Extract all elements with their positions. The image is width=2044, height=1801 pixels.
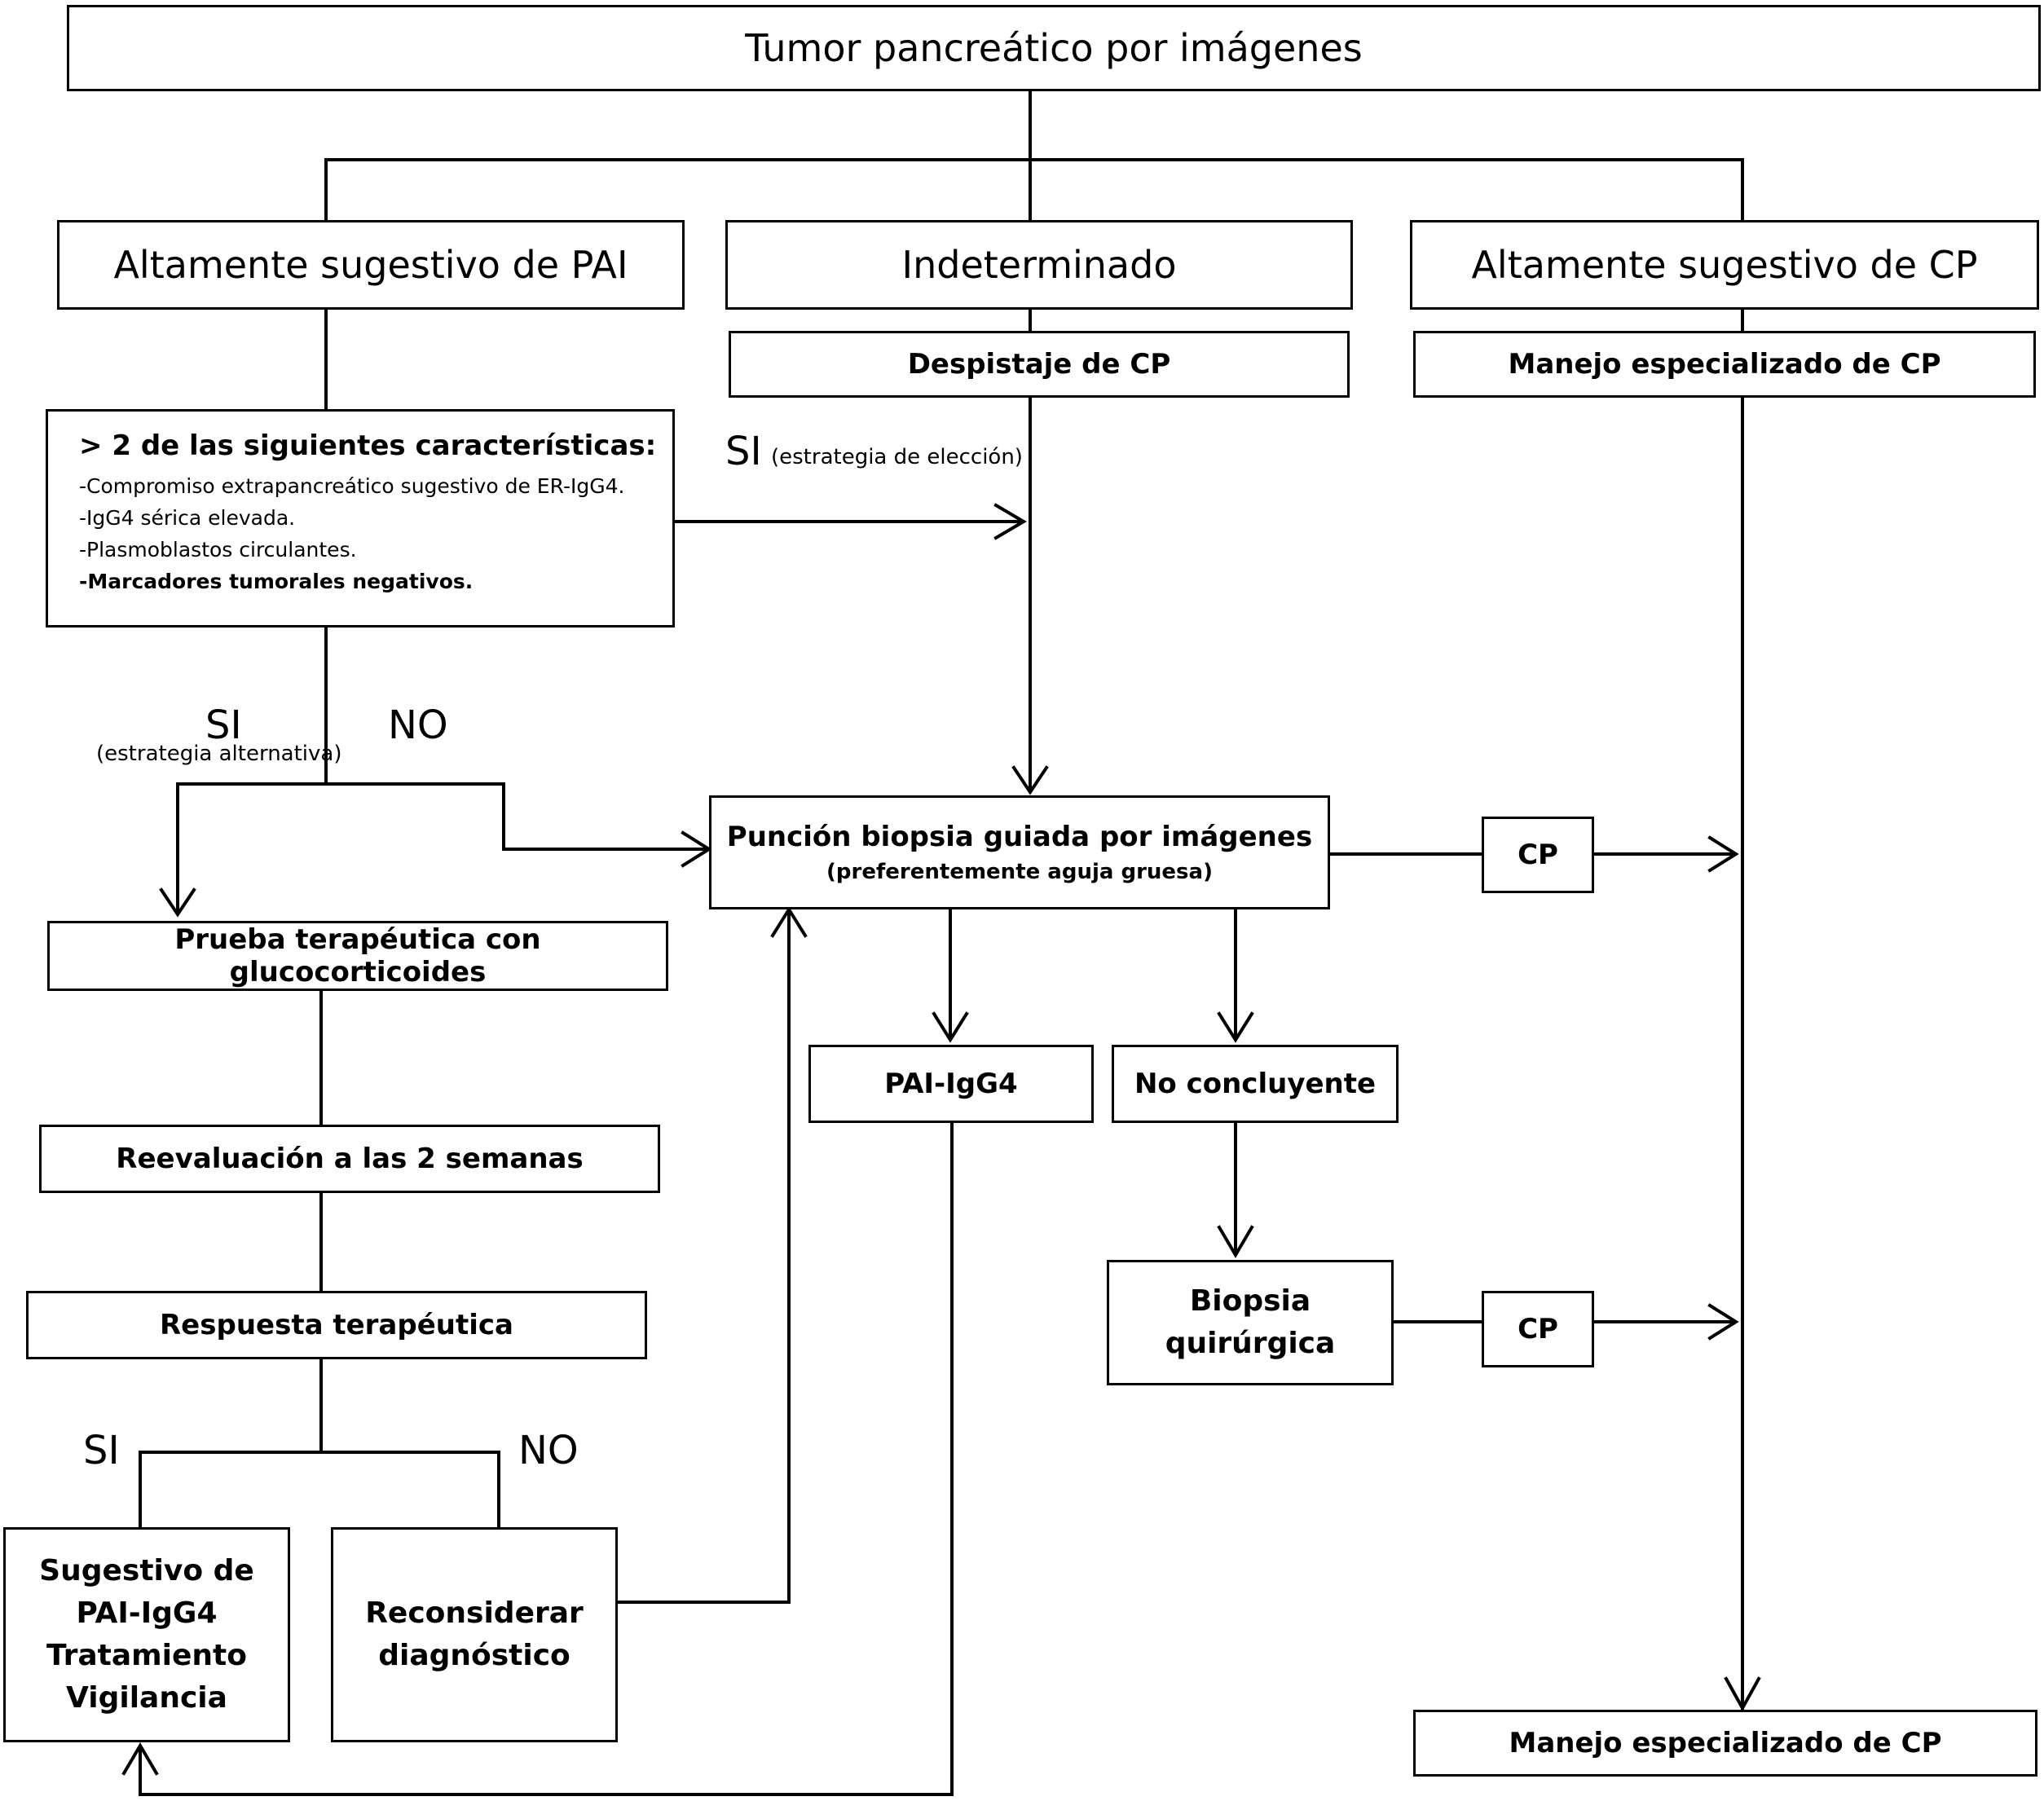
arrowhead-manejo-bottom <box>1724 1676 1761 1712</box>
arrowhead-puncion-top <box>1011 765 1049 795</box>
biopsia-line: Biopsia <box>1189 1284 1311 1318</box>
reconsiderar-line: diagnóstico <box>378 1639 570 1672</box>
no-concluyente-box: No concluyente <box>1112 1045 1399 1123</box>
no-label: NO <box>388 702 448 748</box>
sugestivo-line: Vigilancia <box>66 1681 227 1715</box>
connector-reconsiderar-puncion <box>616 909 791 1604</box>
pai-igg4-box: PAI-IgG4 <box>808 1045 1094 1123</box>
respuesta-text: Respuesta terapéutica <box>160 1309 513 1341</box>
biopsia-box: Biopsia quirúrgica <box>1107 1260 1394 1385</box>
reevaluacion-box: Reevaluación a las 2 semanas <box>39 1125 660 1193</box>
connector-no-puncion <box>502 782 709 851</box>
si-alternativa-note: (estrategia alternativa) <box>96 742 342 766</box>
cp-result-1: CP <box>1482 817 1594 893</box>
prueba-text: Prueba terapéutica con glucocorticoides <box>174 923 541 989</box>
arrowhead-reconsiderar <box>770 906 808 938</box>
arrowhead-cp1 <box>1707 835 1739 873</box>
puncion-note: (preferentemente aguja gruesa) <box>826 860 1213 884</box>
si-eleccion-note: (estrategia de elección) <box>771 445 1023 469</box>
si-alternativa-label: SI <box>205 702 242 748</box>
criteria-item: -Plasmoblastos circulantes. <box>79 538 357 561</box>
despistaje-box: Despistaje de CP <box>729 331 1350 398</box>
title-text: Tumor pancreático por imágenes <box>745 26 1363 70</box>
si-eleccion-label: SI <box>725 429 762 474</box>
cp-result-2: CP <box>1482 1291 1594 1367</box>
criteria-item: -Compromiso extrapancreático sugestivo d… <box>79 474 625 498</box>
criteria-item: -Marcadores tumorales negativos. <box>79 570 474 593</box>
arrowhead-prueba <box>159 887 196 918</box>
arrowhead-noconcl <box>1217 1011 1254 1043</box>
sugestivo-line: Tratamiento <box>46 1639 247 1672</box>
reconsiderar-line: Reconsiderar <box>365 1596 584 1630</box>
puncion-title: Punción biopsia guiada por imágenes <box>726 821 1313 853</box>
connector-paiigg4-sugestivo <box>139 1121 954 1796</box>
criteria-heading: > 2 de las siguientes características: <box>79 429 657 462</box>
puncion-box: Punción biopsia guiada por imágenes (pre… <box>709 795 1330 909</box>
cp-result-1-text: CP <box>1518 839 1558 871</box>
reconsiderar-box: Reconsiderar diagnóstico <box>331 1527 618 1742</box>
arrowhead-paiigg4 <box>932 1011 969 1043</box>
arrowhead-sugestivo <box>121 1742 159 1776</box>
category-pai-text: Altamente sugestivo de PAI <box>113 243 628 287</box>
sugestivo-line: PAI-IgG4 <box>76 1596 218 1630</box>
reevaluacion-text: Reevaluación a las 2 semanas <box>116 1143 584 1175</box>
pai-igg4-text: PAI-IgG4 <box>884 1068 1018 1100</box>
despistaje-text: Despistaje de CP <box>907 348 1171 381</box>
category-cp-text: Altamente sugestivo de CP <box>1471 243 1978 287</box>
category-cp: Altamente sugestivo de CP <box>1410 220 2039 310</box>
respuesta-si-label: SI <box>83 1428 120 1473</box>
category-indeterminado-text: Indeterminado <box>901 243 1177 287</box>
category-pai: Altamente sugestivo de PAI <box>57 220 685 310</box>
arrowhead-biopsia <box>1217 1225 1254 1258</box>
category-indeterminado: Indeterminado <box>725 220 1353 310</box>
prueba-box: Prueba terapéutica con glucocorticoides <box>47 921 668 991</box>
manejo-top-box: Manejo especializado de CP <box>1413 331 2036 398</box>
manejo-bottom-box: Manejo especializado de CP <box>1413 1710 2037 1777</box>
criteria-item: -IgG4 sérica elevada. <box>79 506 296 530</box>
arrowhead-cp2 <box>1707 1303 1739 1341</box>
biopsia-line: quirúrgica <box>1165 1327 1336 1360</box>
sugestivo-box: Sugestivo de PAI-IgG4 Tratamiento Vigila… <box>3 1527 290 1742</box>
arrowhead-eleccion <box>993 503 1027 540</box>
manejo-bottom-text: Manejo especializado de CP <box>1509 1727 1942 1759</box>
connector-resp-bar <box>139 1451 500 1529</box>
connector-branch-bar <box>324 158 1744 222</box>
respuesta-no-label: NO <box>518 1428 579 1473</box>
cp-result-2-text: CP <box>1518 1313 1558 1345</box>
criteria-box: > 2 de las siguientes características: -… <box>46 409 675 627</box>
no-concluyente-text: No concluyente <box>1134 1068 1377 1100</box>
sugestivo-line: Sugestivo de <box>39 1554 254 1587</box>
respuesta-box: Respuesta terapéutica <box>26 1291 647 1359</box>
title-box: Tumor pancreático por imágenes <box>67 5 2041 91</box>
manejo-top-text: Manejo especializado de CP <box>1508 348 1941 381</box>
